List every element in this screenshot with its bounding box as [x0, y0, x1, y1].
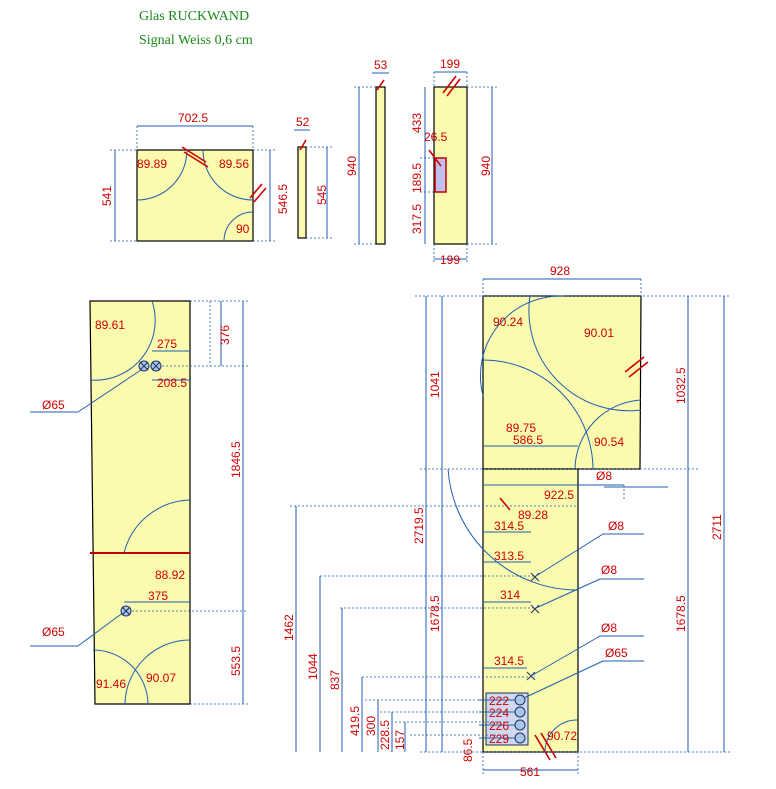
- hole-dia-65-c: Ø65: [605, 646, 628, 660]
- dim-314-5-a: 314.5: [494, 519, 524, 533]
- hole-icon: [526, 572, 540, 681]
- panel-right-large: 928 90.24 90.01 89.75 586.5 90.54 1041 1…: [282, 264, 730, 779]
- panel-4: 199 199 940 433 26.5 189.5 317.5: [410, 57, 497, 267]
- panel-2: 52 545: [294, 115, 332, 239]
- cut-marker-icon: [428, 149, 442, 167]
- drawing-title: Glas RUCKWAND: [139, 9, 250, 24]
- cut-marker-icon: [376, 79, 385, 91]
- dim-1678-5-b: 1678.5: [674, 595, 688, 632]
- hole-dia-8-c: Ø8: [601, 563, 617, 577]
- panel-1: 702.5 541 546.5 89.89 89.56 90: [100, 111, 290, 242]
- dim-376: 376: [218, 325, 232, 345]
- dim-1044: 1044: [306, 653, 320, 680]
- dim-314: 314: [500, 588, 520, 602]
- dim-419-5: 419.5: [348, 706, 362, 736]
- dim-940-b: 940: [479, 156, 493, 176]
- dim-229: 229: [489, 732, 509, 746]
- angle-89-56: 89.56: [219, 157, 249, 171]
- dim-1462: 1462: [282, 614, 296, 641]
- dim-300: 300: [364, 716, 378, 736]
- dim-375: 375: [148, 589, 168, 603]
- dim-546-5: 546.5: [276, 184, 290, 214]
- angle-90-54: 90.54: [594, 435, 624, 449]
- dim-545: 545: [315, 185, 329, 205]
- hole-dia-8-a: Ø8: [596, 469, 612, 483]
- dim-553-5: 553.5: [229, 646, 243, 676]
- angle-90-07: 90.07: [146, 671, 176, 685]
- panel-left-tall: 89.61 376 275 208.5 1846.5 Ø65 88.92 375…: [30, 300, 248, 705]
- angle-89-75: 89.75: [506, 421, 536, 435]
- dim-940-a: 940: [345, 156, 359, 176]
- angle-90: 90: [236, 222, 250, 236]
- dim-313-5: 313.5: [494, 549, 524, 563]
- cut-marker-icon: [249, 183, 267, 203]
- cut-marker-icon: [442, 75, 461, 97]
- dim-317-5: 317.5: [410, 204, 424, 234]
- angle-89-28: 89.28: [518, 508, 548, 522]
- dim-226: 226: [489, 719, 509, 733]
- dim-157: 157: [393, 730, 407, 750]
- dim-26-5: 26.5: [424, 130, 448, 144]
- dim-53: 53: [374, 58, 388, 72]
- angle-90-24: 90.24: [493, 315, 523, 329]
- dim-224: 224: [489, 706, 509, 720]
- dim-208-5: 208.5: [157, 376, 187, 390]
- angle-88-92: 88.92: [155, 568, 185, 582]
- dim-2711: 2711: [710, 514, 724, 540]
- panel-1-glass: [136, 149, 254, 242]
- drawing-subtitle: Signal Weiss 0,6 cm: [139, 33, 253, 48]
- cut-marker-icon: [624, 356, 649, 378]
- dim-2719-5: 2719.5: [412, 507, 426, 544]
- dim-52: 52: [296, 115, 310, 129]
- hole-dia-8-d: Ø8: [601, 621, 617, 635]
- hole-icon: [138, 360, 162, 372]
- dim-433: 433: [410, 113, 424, 133]
- dim-199-top: 199: [440, 57, 460, 71]
- cut-marker-icon: [534, 732, 557, 761]
- hole-dia-65-b: Ø65: [42, 625, 65, 639]
- cut-marker-icon: [181, 146, 209, 168]
- dim-189-5: 189.5: [410, 163, 424, 193]
- panel-3: 53 940: [345, 58, 389, 245]
- angle-89-61: 89.61: [95, 318, 125, 332]
- angle-90-01: 90.01: [584, 326, 614, 340]
- dim-228-5: 228.5: [378, 720, 392, 750]
- dim-561: 561: [520, 765, 540, 779]
- panel-2-glass: [297, 146, 307, 239]
- socket-cutout-icon: [434, 157, 447, 193]
- dim-86-5: 86.5: [461, 738, 475, 762]
- angle-91-46: 91.46: [96, 677, 126, 691]
- dim-1032-5: 1032.5: [674, 367, 688, 404]
- dim-1041: 1041: [428, 371, 442, 398]
- dim-314-5-b: 314.5: [494, 654, 524, 668]
- panel-left-glass: [89, 300, 191, 705]
- socket-cutout-icon: [485, 692, 529, 746]
- angle-90-72: 90.72: [547, 729, 577, 743]
- dim-1846-5: 1846.5: [229, 441, 243, 478]
- panel-3-glass: [375, 86, 386, 245]
- dim-586-5: 586.5: [513, 433, 543, 447]
- cut-marker-icon: [499, 497, 511, 511]
- dim-1678-5-a: 1678.5: [428, 595, 442, 632]
- angle-89-89: 89.89: [137, 157, 167, 171]
- dim-922-5: 922.5: [544, 488, 574, 502]
- dim-541: 541: [100, 186, 114, 206]
- dim-199-bottom: 199: [440, 253, 460, 267]
- dim-222: 222: [489, 694, 509, 708]
- dim-275: 275: [157, 337, 177, 351]
- dim-702-5: 702.5: [178, 111, 208, 125]
- dim-928: 928: [550, 264, 570, 278]
- hole-dia-65-a: Ø65: [42, 398, 65, 412]
- cut-marker-icon: [299, 139, 307, 151]
- hole-icon: [120, 605, 132, 617]
- hole-dia-8-b: Ø8: [608, 519, 624, 533]
- dim-837: 837: [328, 670, 342, 690]
